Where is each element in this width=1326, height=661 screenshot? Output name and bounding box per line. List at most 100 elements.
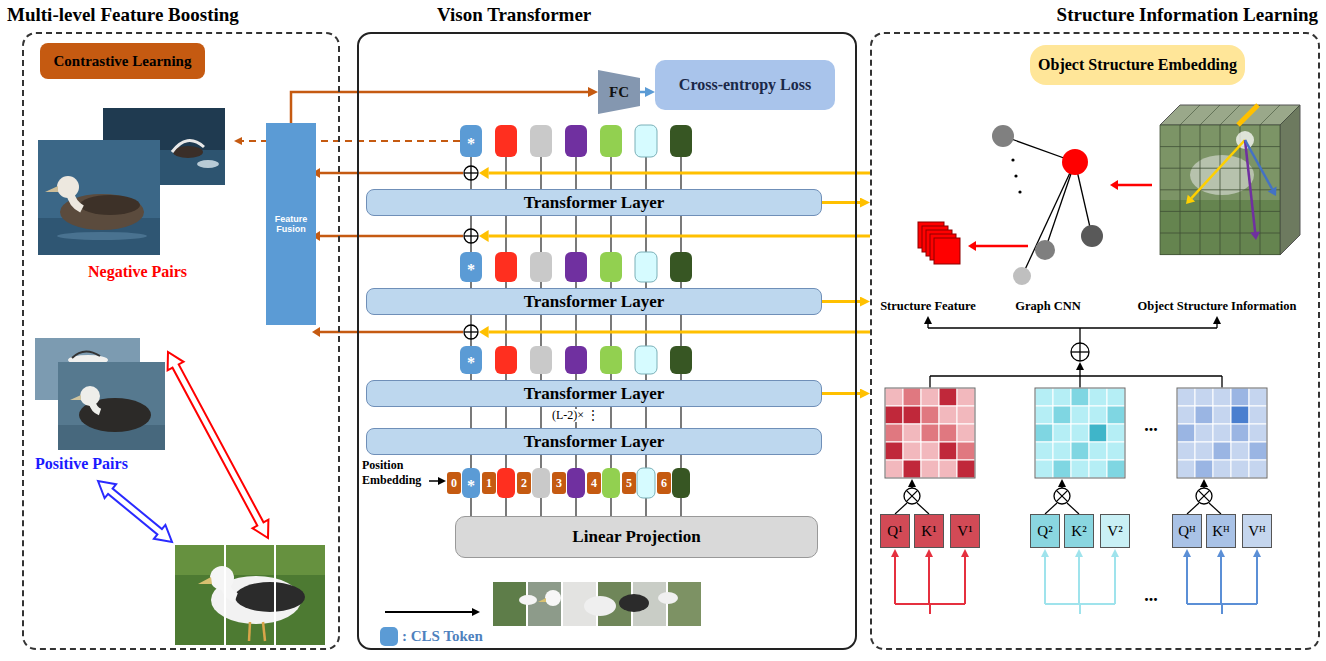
qkv-box: Kᴴ	[1206, 514, 1236, 548]
node-label: Qᴴ	[1178, 523, 1195, 540]
merge-line	[930, 375, 1222, 376]
arrow-head	[908, 479, 916, 487]
patch-detail	[584, 596, 616, 616]
photo	[175, 545, 325, 645]
arrow-head	[924, 316, 932, 324]
attention-cell	[1035, 424, 1053, 442]
patch-token	[635, 346, 657, 374]
attention-cell	[1231, 442, 1249, 460]
add-symbol	[470, 229, 471, 243]
transformer-layer: Transformer Layer	[366, 428, 822, 455]
attention-cell	[1107, 406, 1125, 424]
node-label: Transformer Layer	[524, 292, 665, 312]
input-line	[1079, 604, 1081, 614]
arrow-head	[479, 326, 489, 338]
attention-cell	[1053, 460, 1071, 478]
qkv-box: Vᴴ	[1242, 514, 1272, 548]
attention-cell	[1089, 460, 1107, 478]
node-label: Feature Fusion	[266, 214, 316, 235]
graph-dots	[1011, 158, 1014, 161]
qk-line	[1187, 503, 1199, 514]
patch-token	[565, 346, 587, 374]
legend-item: : CLS Token	[380, 627, 520, 647]
input-arrow	[385, 611, 472, 613]
position-square	[587, 472, 601, 494]
attention-cell	[1035, 442, 1053, 460]
node-label: Q²	[1037, 523, 1052, 540]
attention-cell	[1089, 406, 1107, 424]
text-label: *	[462, 478, 480, 494]
patch-token	[532, 468, 550, 498]
attention-cell	[1089, 442, 1107, 460]
multiply-symbol	[1056, 490, 1067, 501]
merge-arrow	[1079, 370, 1080, 388]
projection-box: Linear Projection	[455, 516, 818, 558]
merge-arrow	[1216, 324, 1217, 328]
double-arrow	[98, 481, 172, 542]
structure-feature	[934, 238, 960, 264]
bird-head	[57, 176, 79, 198]
multiply-symbol	[1198, 490, 1209, 501]
fusion-bar: Feature Fusion	[266, 123, 316, 325]
patch-split	[274, 545, 276, 645]
photo	[38, 140, 160, 255]
qk-line	[895, 503, 907, 514]
qkv-box: Q¹	[880, 514, 910, 548]
text-label: ...	[1131, 416, 1171, 434]
attention-cell	[1195, 442, 1213, 460]
bird-wing	[235, 582, 305, 612]
arrow-head	[479, 230, 489, 242]
qkv-box: Q²	[1030, 514, 1060, 548]
patch-token	[565, 125, 587, 157]
feature-arrow	[976, 245, 1028, 248]
patch-token	[567, 468, 585, 498]
input-arrow	[1114, 557, 1116, 604]
structure-arrow	[489, 172, 870, 175]
attention-cell	[1213, 406, 1231, 424]
connector	[471, 315, 681, 380]
arrow-head	[968, 241, 976, 251]
connector	[822, 300, 864, 303]
patch-token	[635, 252, 657, 282]
attention-cell	[1177, 424, 1195, 442]
patch-token	[670, 125, 692, 157]
fc-layer: FC	[598, 70, 640, 114]
cube-grid	[1220, 105, 1240, 125]
qkv-box: K¹	[914, 514, 944, 548]
cube-grid	[1160, 254, 1280, 255]
relation-arrow	[1245, 140, 1272, 189]
attention-cell	[1053, 442, 1071, 460]
position-square	[622, 472, 636, 494]
arrow-head	[1213, 316, 1221, 324]
input-line	[1221, 604, 1223, 614]
attention-cell	[1071, 406, 1089, 424]
multiply-symbol	[1196, 488, 1212, 504]
attention-cell	[921, 424, 939, 442]
attention-cell	[1177, 388, 1195, 406]
patch-detail	[619, 594, 649, 612]
node-label: Linear Projection	[572, 527, 700, 547]
text-label: *	[460, 355, 482, 371]
attention-cell	[939, 442, 957, 460]
text-label: Position Embedding	[362, 458, 428, 488]
arrow-head	[1268, 187, 1277, 196]
merge-line	[929, 376, 930, 388]
attention-cell	[1035, 388, 1053, 406]
transformer-layer: Transformer Layer	[366, 189, 822, 216]
legend-swatch	[380, 627, 398, 646]
position-square	[482, 472, 496, 494]
input-line	[929, 604, 931, 614]
attention-cell	[1213, 424, 1231, 442]
add-symbol	[1071, 343, 1089, 361]
attention-cell	[921, 406, 939, 424]
attention-cell	[885, 406, 903, 424]
fusion-arrow	[320, 172, 463, 175]
node-label: K²	[1071, 523, 1086, 540]
node-label: V¹	[957, 523, 972, 540]
attention-map	[1035, 388, 1125, 478]
multiply-symbol	[904, 488, 920, 504]
graph-edge	[1045, 162, 1075, 250]
attention-cell	[885, 424, 903, 442]
panel-heading: Structure Information Learning	[1057, 4, 1318, 26]
